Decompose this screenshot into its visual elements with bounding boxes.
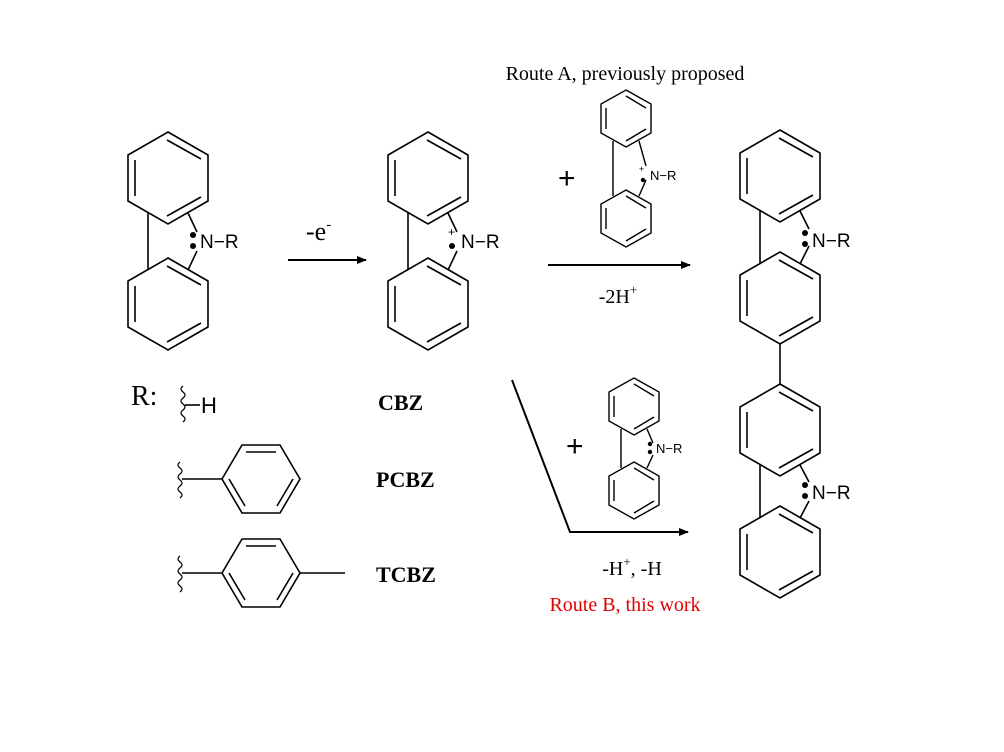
wavy-bond-icon (180, 385, 186, 423)
tolyl-substituent (182, 538, 345, 608)
wavy-bond-icon (177, 555, 183, 593)
hydrogen-label: H (201, 393, 217, 418)
radical-dot (449, 243, 455, 249)
route-a-reagent-radical-dot (640, 177, 646, 183)
route-b-condition: -H+, -H (602, 554, 662, 580)
route-b-reagent-nitrogen: N−R (656, 441, 682, 456)
route-b-arrow (511, 379, 689, 536)
compound-cbz: CBZ (378, 390, 423, 415)
route-b-plus: + (566, 430, 584, 463)
route-b-reagent-neutral (608, 377, 660, 520)
route-b-reagent-lone-pair (647, 441, 653, 455)
oxidation-label: -e- (306, 217, 331, 246)
route-a-title: Route A, previously proposed (506, 63, 745, 85)
nitrogen-label-1: N−R (200, 232, 239, 253)
carbazole-radical-cation (387, 131, 469, 351)
route-a-plus: + (558, 162, 576, 195)
product-nitrogen-lower: N−R (812, 483, 851, 504)
carbazole-neutral (127, 131, 209, 351)
bicarbazole-product (739, 129, 821, 599)
cation-charge: + (448, 225, 455, 239)
compound-pcbz: PCBZ (376, 467, 435, 492)
route-a-condition: -2H+ (599, 282, 637, 308)
route-a-reagent-nitrogen: N−R (650, 168, 676, 183)
phenyl-substituent (182, 444, 301, 514)
wavy-bond-icon (177, 461, 183, 499)
substituent-label: R: (131, 381, 157, 412)
route-b-title: Route B, this work (549, 594, 700, 616)
product-nitrogen-upper: N−R (812, 231, 851, 252)
route-a-reagent-charge: + (639, 164, 644, 174)
compound-tcbz: TCBZ (376, 562, 436, 587)
nitrogen-label-2: N−R (461, 232, 500, 253)
product-lone-pairs (802, 230, 808, 499)
route-a-reagent-radical-cation (600, 89, 652, 248)
nitrogen-lone-pair (190, 232, 196, 249)
